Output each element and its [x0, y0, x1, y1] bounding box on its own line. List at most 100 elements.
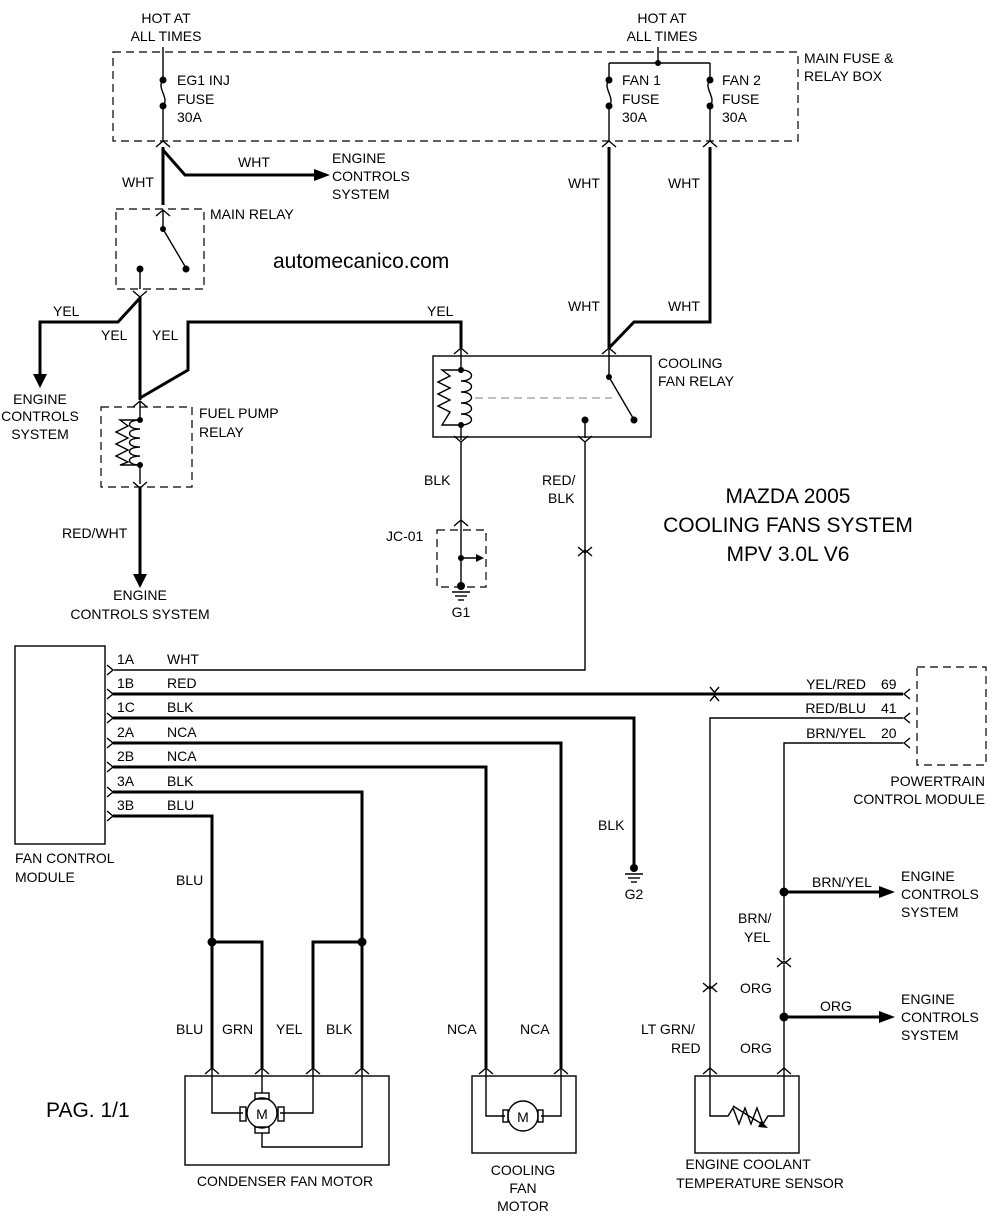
svg-text:1B: 1B — [117, 675, 134, 691]
svg-text:SYSTEM: SYSTEM — [901, 1027, 959, 1043]
jc01-label: JC-01 — [386, 528, 424, 544]
svg-text:BLK: BLK — [167, 699, 194, 715]
svg-text:ENGINE: ENGINE — [332, 150, 386, 166]
svg-text:2A: 2A — [117, 724, 135, 740]
svg-text:BRN/YEL: BRN/YEL — [806, 725, 866, 741]
fuel-pump-relay — [100, 406, 193, 488]
svg-text:CONTROLS: CONTROLS — [901, 1009, 979, 1025]
wire-1c-blk: BLK G2 — [113, 716, 644, 902]
svg-text:MOTOR: MOTOR — [497, 1198, 549, 1214]
svg-text:FUSE: FUSE — [177, 91, 214, 107]
jc01-internals — [452, 519, 484, 601]
svg-text:SYSTEM: SYSTEM — [11, 426, 69, 442]
cooling-fan-relay — [432, 355, 652, 438]
cooling-fan-motor-label: COOLING FAN MOTOR — [491, 1162, 556, 1214]
svg-text:LT GRN/: LT GRN/ — [641, 1021, 695, 1037]
svg-text:FUSE: FUSE — [622, 91, 659, 107]
svg-text:1A: 1A — [117, 651, 135, 667]
svg-text:NCA: NCA — [167, 748, 197, 764]
svg-text:COOLING: COOLING — [658, 355, 723, 371]
condenser-splices — [207, 937, 367, 1068]
cooling-fan-motor — [471, 1075, 577, 1154]
svg-text:RELAY BOX: RELAY BOX — [804, 68, 883, 84]
svg-text:COOLING FANS SYSTEM: COOLING FANS SYSTEM — [663, 514, 913, 537]
svg-text:WHT: WHT — [167, 651, 199, 667]
svg-text:30A: 30A — [177, 109, 203, 125]
svg-text:BLU: BLU — [167, 797, 194, 813]
svg-text:RELAY: RELAY — [199, 424, 245, 440]
wire-org: ORG ORG ORG — [740, 965, 895, 1068]
svg-text:RED/: RED/ — [542, 472, 576, 488]
svg-text:EG1 INJ: EG1 INJ — [177, 72, 230, 88]
wire-2b-nca — [113, 765, 488, 1068]
ect-sensor-internals — [702, 1067, 792, 1128]
cooling-fan-relay-switch — [577, 347, 638, 443]
svg-text:ENGINE: ENGINE — [13, 391, 67, 407]
svg-text:YEL/RED: YEL/RED — [806, 676, 866, 692]
wire-1b-red — [113, 686, 903, 702]
svg-text:FUEL PUMP: FUEL PUMP — [199, 405, 279, 421]
powertrain-control-module-label: POWERTRAIN CONTROL MODULE — [853, 773, 985, 807]
svg-text:HOT AT: HOT AT — [141, 10, 191, 26]
svg-text:NCA: NCA — [167, 724, 197, 740]
wire-red-blk: RED/ BLK — [114, 442, 593, 671]
g1-label: G1 — [452, 604, 471, 620]
svg-text:ORG: ORG — [820, 998, 852, 1014]
page-label: PAG. 1/1 — [46, 1099, 130, 1122]
wire-brn-yel: BRN/YEL BRN/ YEL — [738, 742, 903, 968]
svg-text:NCA: NCA — [520, 1021, 550, 1037]
svg-text:ALL TIMES: ALL TIMES — [627, 28, 698, 44]
svg-text:2B: 2B — [117, 748, 134, 764]
engine-controls-left: ENGINE CONTROLS SYSTEM — [1, 391, 79, 442]
ect-sensor-label: ENGINE COOLANT TEMPERATURE SENSOR — [676, 1156, 844, 1191]
main-relay-switch — [132, 209, 190, 298]
fan1-fuse: FAN 1 FUSE 30A — [605, 47, 710, 141]
cooling-fan-relay-label: COOLING FAN RELAY — [658, 355, 735, 389]
svg-text:HOT AT: HOT AT — [637, 10, 687, 26]
fan2-fuse: FAN 2 FUSE 30A — [706, 63, 761, 141]
svg-text:FUSE: FUSE — [722, 91, 759, 107]
svg-text:YEL: YEL — [53, 303, 80, 319]
condenser-wire-labels: BLU GRN YEL BLK NCA NCA — [176, 1021, 550, 1037]
svg-text:41: 41 — [881, 700, 897, 716]
svg-text:TEMPERATURE SENSOR: TEMPERATURE SENSOR — [676, 1175, 844, 1191]
svg-text:WHT: WHT — [668, 175, 700, 191]
svg-text:MAZDA 2005: MAZDA 2005 — [726, 485, 851, 508]
pcm-pin-connectors — [902, 688, 911, 749]
condenser-fan-motor — [184, 1075, 390, 1166]
hot-label-left: HOT AT ALL TIMES — [131, 10, 202, 44]
svg-text:CONTROLS SYSTEM: CONTROLS SYSTEM — [70, 606, 209, 622]
wire-3b-blu — [113, 814, 214, 1068]
svg-text:MPV 3.0L V6: MPV 3.0L V6 — [727, 543, 850, 566]
svg-text:ALL TIMES: ALL TIMES — [131, 28, 202, 44]
svg-text:CONTROL MODULE: CONTROL MODULE — [853, 791, 985, 807]
fcm-pin-connectors — [106, 664, 115, 822]
cooling-fan-motor-internals: M — [478, 1067, 569, 1132]
svg-text:WHT: WHT — [668, 298, 700, 314]
svg-text:YEL: YEL — [152, 327, 179, 343]
wire-3a-blk — [113, 790, 364, 1068]
svg-text:COOLING: COOLING — [491, 1162, 556, 1178]
engine-controls-right-2: ENGINE CONTROLS SYSTEM — [901, 991, 979, 1043]
svg-text:CONTROLS: CONTROLS — [901, 886, 979, 902]
svg-text:RED/BLU: RED/BLU — [805, 700, 866, 716]
svg-text:30A: 30A — [722, 109, 748, 125]
hot-label-right: HOT AT ALL TIMES — [627, 10, 698, 44]
svg-text:G2: G2 — [625, 886, 644, 902]
svg-text:69: 69 — [881, 676, 897, 692]
svg-text:BLK: BLK — [424, 472, 451, 488]
svg-text:3A: 3A — [117, 773, 135, 789]
svg-text:POWERTRAIN: POWERTRAIN — [890, 773, 985, 789]
svg-text:GRN: GRN — [222, 1021, 253, 1037]
svg-text:BLK: BLK — [167, 773, 194, 789]
wire-eg1-wht: WHT WHT — [122, 147, 330, 205]
svg-text:FAN 2: FAN 2 — [722, 72, 761, 88]
svg-text:RED/WHT: RED/WHT — [62, 525, 128, 541]
wire-label-blu-top: BLU — [176, 872, 203, 888]
svg-text:ENGINE: ENGINE — [113, 587, 167, 603]
main-relay — [115, 208, 205, 290]
svg-text:BRN/YEL: BRN/YEL — [812, 874, 872, 890]
svg-text:WHT: WHT — [568, 175, 600, 191]
engine-controls-top: ENGINE CONTROLS SYSTEM — [332, 150, 410, 202]
main-fuse-relay-box — [112, 51, 799, 142]
